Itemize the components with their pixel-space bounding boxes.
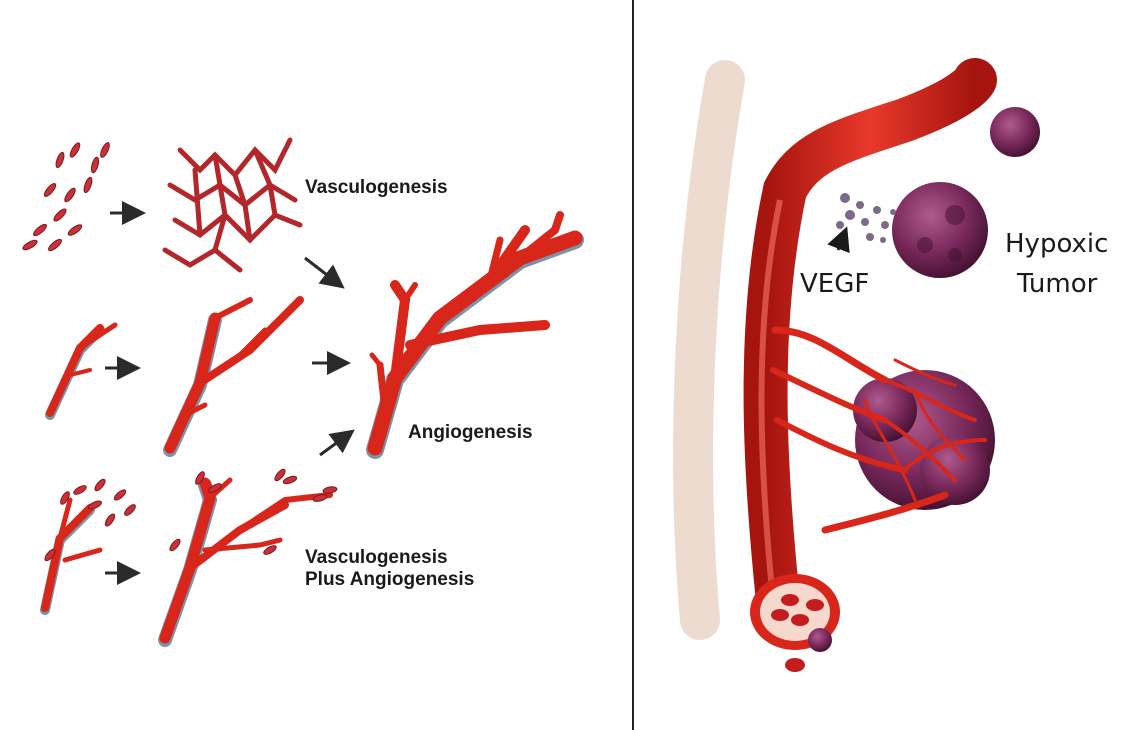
label-tumor: Tumor: [1016, 269, 1098, 299]
arrow-vasc-to-angio: [305, 258, 340, 285]
label-vegf: VEGF: [800, 269, 869, 299]
medium-vessel-tree: [170, 300, 300, 450]
left-panel-diagram: Vasculogenesis Angiogenesis: [0, 0, 600, 730]
precursor-cells-row1: [22, 141, 112, 252]
hypoxic-tumor: [892, 182, 988, 278]
panel-divider: [632, 0, 634, 730]
vascular-network: [165, 140, 300, 270]
right-panel-diagram: VEGF Hypoxic Tumor: [655, 0, 1125, 730]
label-combo-line1: Vasculogenesis: [305, 547, 448, 568]
label-angiogenesis: Angiogenesis: [408, 422, 533, 443]
small-tumor-top: [990, 107, 1040, 157]
arrow-combo-to-angio: [320, 433, 350, 455]
label-vasculogenesis: Vasculogenesis: [305, 177, 448, 198]
background-faint-vessel: [693, 80, 725, 620]
small-tumor-bottom: [808, 628, 832, 652]
small-vessel-branch: [50, 325, 115, 415]
large-vessel-tree: [372, 215, 575, 450]
vegf-arrow: [838, 232, 845, 250]
label-combo-line2: Plus Angiogenesis: [305, 569, 474, 590]
main-blood-vessel: [766, 80, 975, 620]
label-hypoxic: Hypoxic: [1005, 229, 1108, 259]
